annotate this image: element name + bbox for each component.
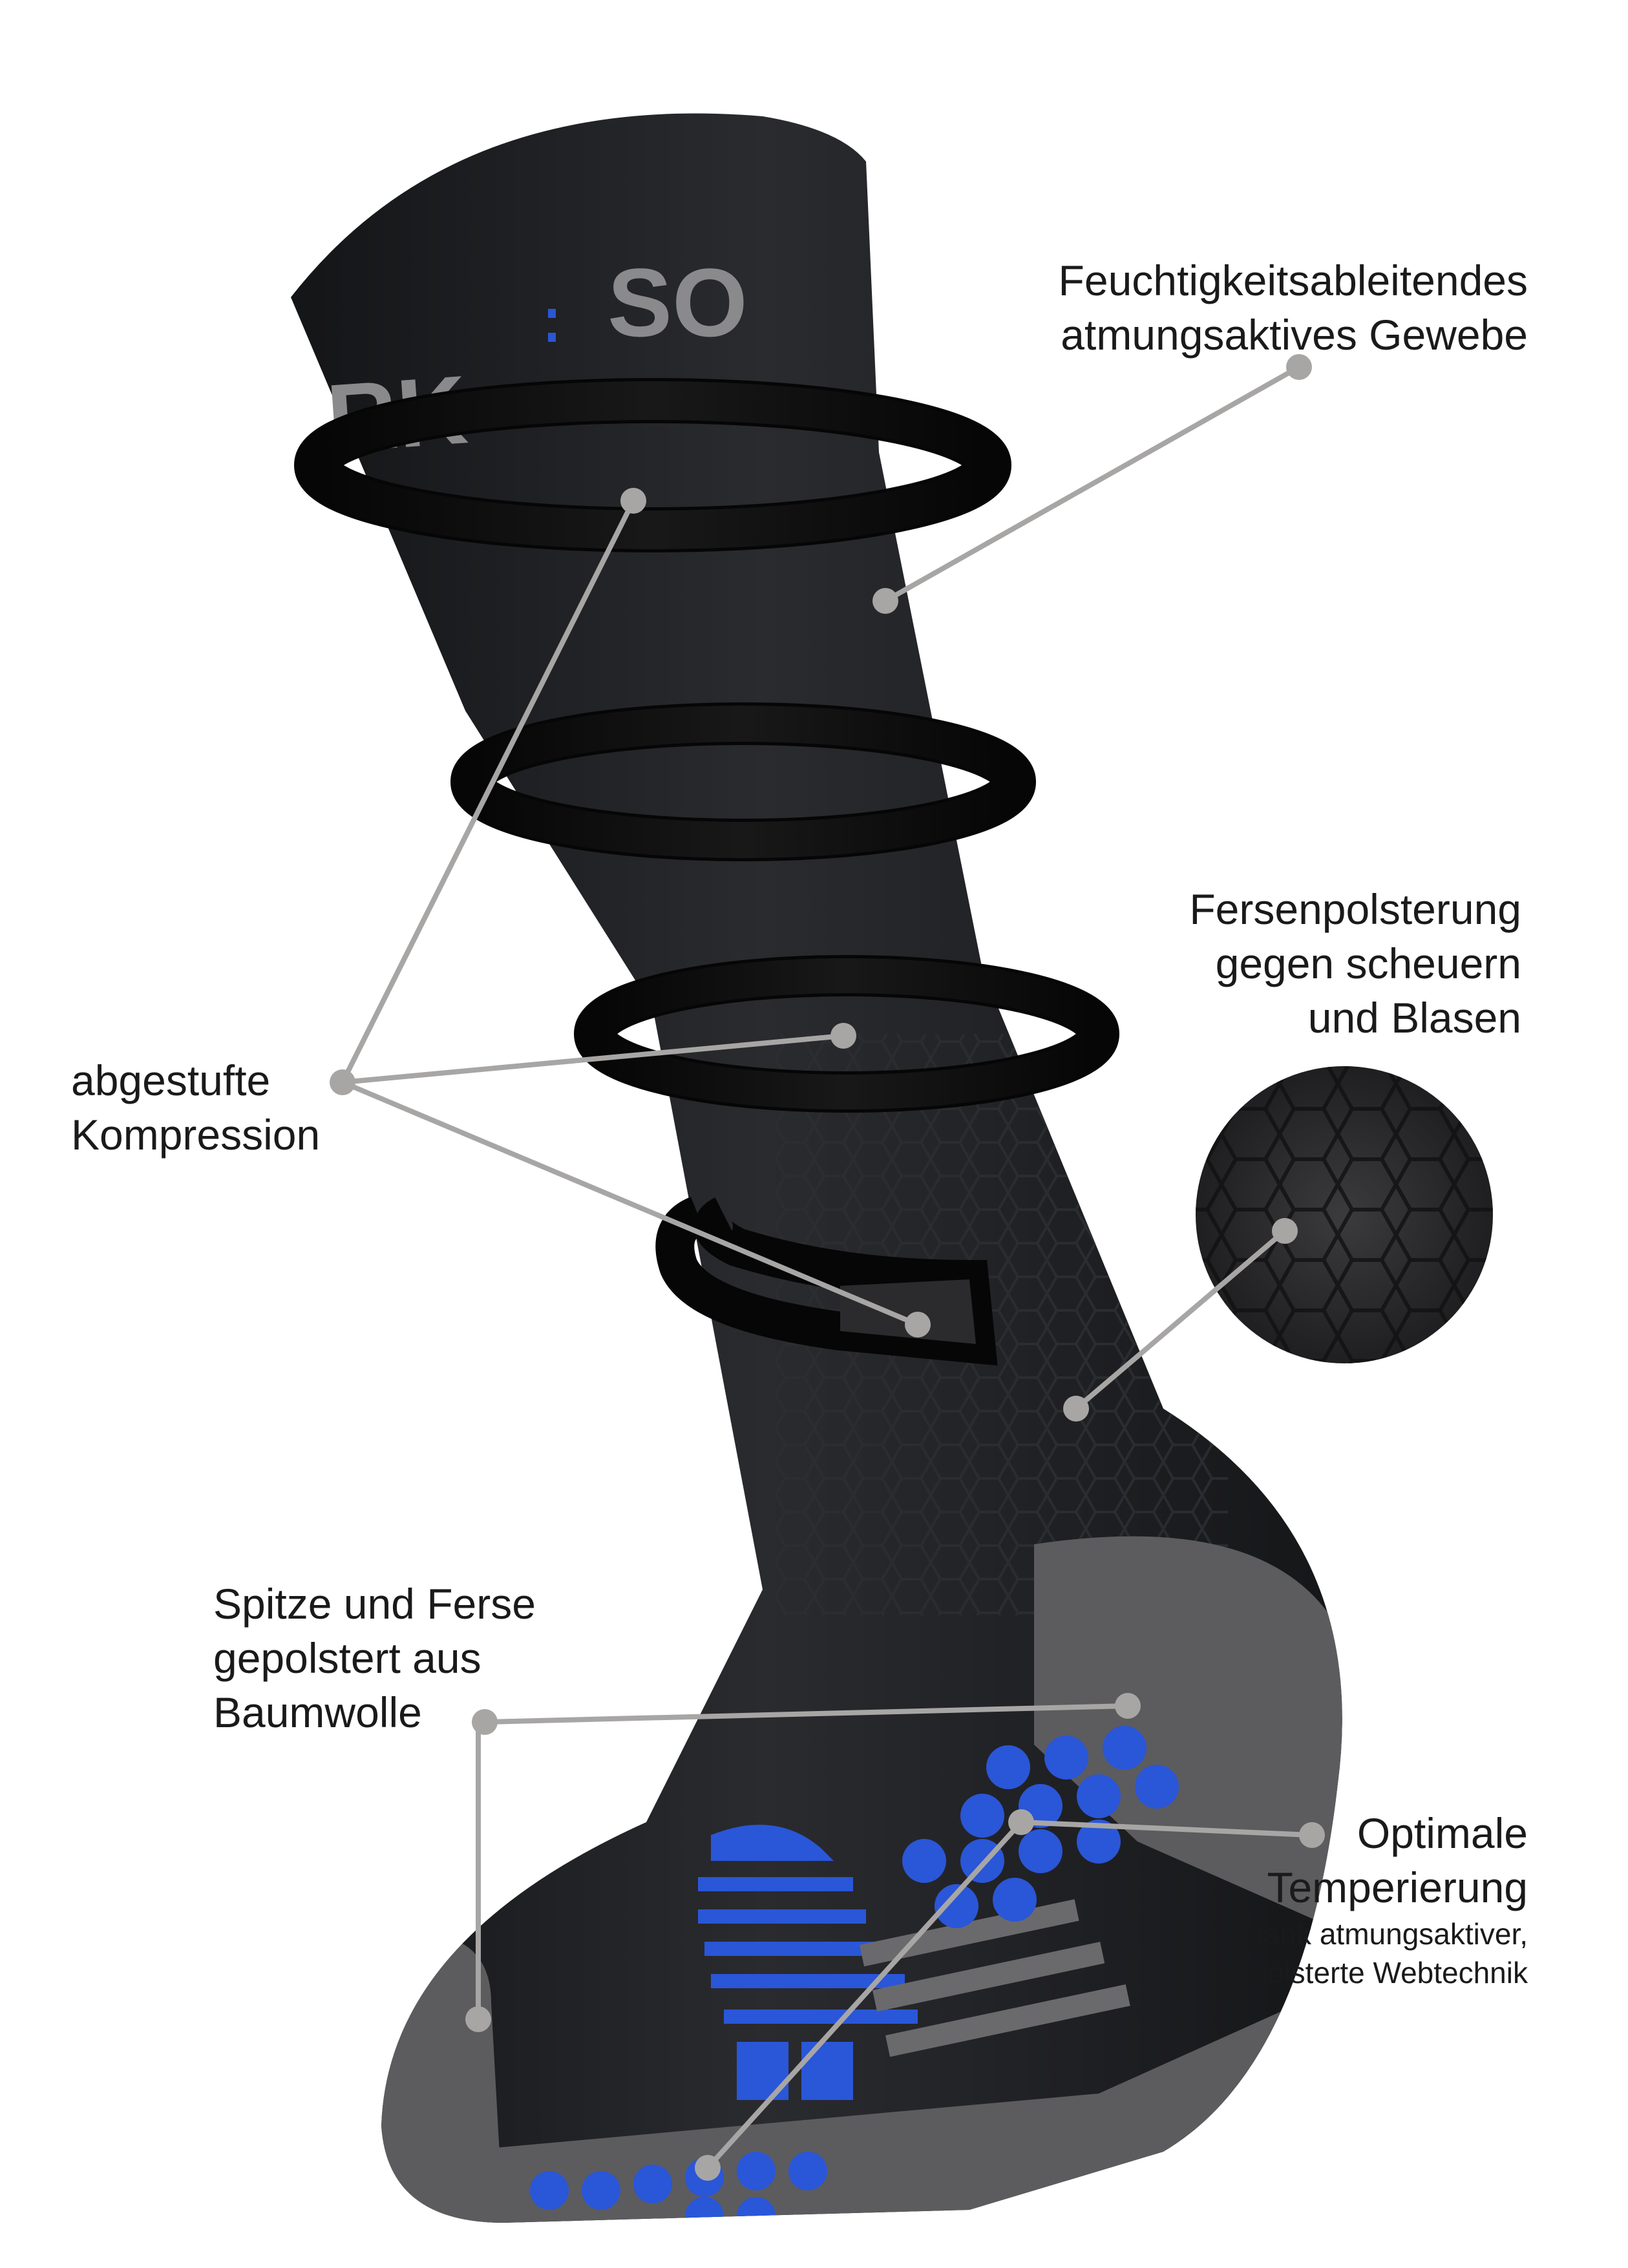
- callout-temperature: Optimale Temperierung dank atmungsaktive…: [1218, 1806, 1528, 1992]
- leader-lines: [340, 364, 1313, 2170]
- leader-compression-low: [341, 1080, 919, 1327]
- callout-heel-padding-line1: Fersenpolsterung: [1189, 885, 1521, 933]
- callout-toe-heel-line2: gepolstert aus: [213, 1634, 481, 1682]
- dot-temperature-forefoot: [1008, 1809, 1034, 1835]
- leader-moisture: [884, 364, 1300, 604]
- callout-temperature-line2: Temperierung: [1267, 1864, 1528, 1911]
- brand-fragment-right: SO: [608, 248, 748, 357]
- dot-compression-label: [330, 1069, 355, 1095]
- leader-temperature-sole: [706, 1820, 1023, 2170]
- dot-compression-band-4: [905, 1312, 931, 1338]
- callout-moisture-line2: atmungsaktives Gewebe: [1061, 311, 1528, 359]
- instep-blue-stripes: [698, 1825, 918, 2100]
- heel-fabric-zoom: [1196, 1066, 1493, 1363]
- brand-blue-dot-bottom: [548, 333, 556, 342]
- callout-toe-heel-line3: Baumwolle: [213, 1688, 422, 1736]
- heel-grey-panel: [1034, 1536, 1342, 1938]
- leader-compression-top: [340, 499, 636, 1084]
- callout-compression-line1: abgestufte: [71, 1056, 271, 1104]
- dot-toe-grey: [465, 2006, 491, 2032]
- callout-toe-heel: Spitze und Ferse gepolstert aus Baumwoll…: [213, 1577, 536, 1739]
- callout-temperature-line4: gepolsterte Webtechnik: [1218, 1956, 1528, 1990]
- dot-heel-sock: [1063, 1396, 1089, 1422]
- leader-temperature-forefoot: [1020, 1820, 1313, 1838]
- dot-toe-heel-label: [472, 1709, 498, 1735]
- callout-toe-heel-line1: Spitze und Ferse: [213, 1580, 536, 1628]
- brand-blue-dot-top: [548, 309, 556, 318]
- leader-compression-mid: [342, 1033, 844, 1085]
- callout-heel-padding-line3: und Blasen: [1307, 994, 1521, 1042]
- compression-band-3: [574, 955, 1119, 1113]
- dot-heel-grey: [1115, 1693, 1141, 1719]
- callout-heel-padding: Fersenpolsterung gegen scheuern und Blas…: [1189, 882, 1521, 1045]
- dot-compression-band-3: [830, 1023, 856, 1049]
- sock: RK SO: [291, 113, 1342, 2223]
- callout-heel-padding-line2: gegen scheuern: [1215, 940, 1521, 987]
- leader-heel-padding: [1074, 1228, 1287, 1411]
- dot-heel-zoom: [1272, 1218, 1298, 1244]
- callout-temperature-line1: Optimale: [1357, 1809, 1528, 1857]
- compression-band-1: [294, 378, 1011, 552]
- dot-compression-band-1: [620, 488, 646, 514]
- callout-compression-line2: Kompression: [71, 1111, 321, 1159]
- callout-compression: abgestufte Kompression: [71, 1053, 320, 1162]
- dot-temperature-sole: [695, 2155, 721, 2181]
- compression-bands: [294, 378, 1119, 1366]
- dot-moisture-sock: [872, 588, 898, 614]
- leader-toe-heel-heel: [484, 1703, 1128, 1725]
- callout-moisture: Feuchtigkeitsableitendes atmungsaktives …: [1059, 253, 1528, 362]
- callout-temperature-line3: dank atmungsaktiver,: [1247, 1917, 1528, 1951]
- compression-band-2: [450, 702, 1036, 861]
- callout-moisture-line1: Feuchtigkeitsableitendes: [1058, 257, 1528, 304]
- leader-dots: [330, 354, 1325, 2181]
- dot-temperature-label: [1299, 1822, 1325, 1848]
- dot-moisture-end: [1286, 354, 1312, 380]
